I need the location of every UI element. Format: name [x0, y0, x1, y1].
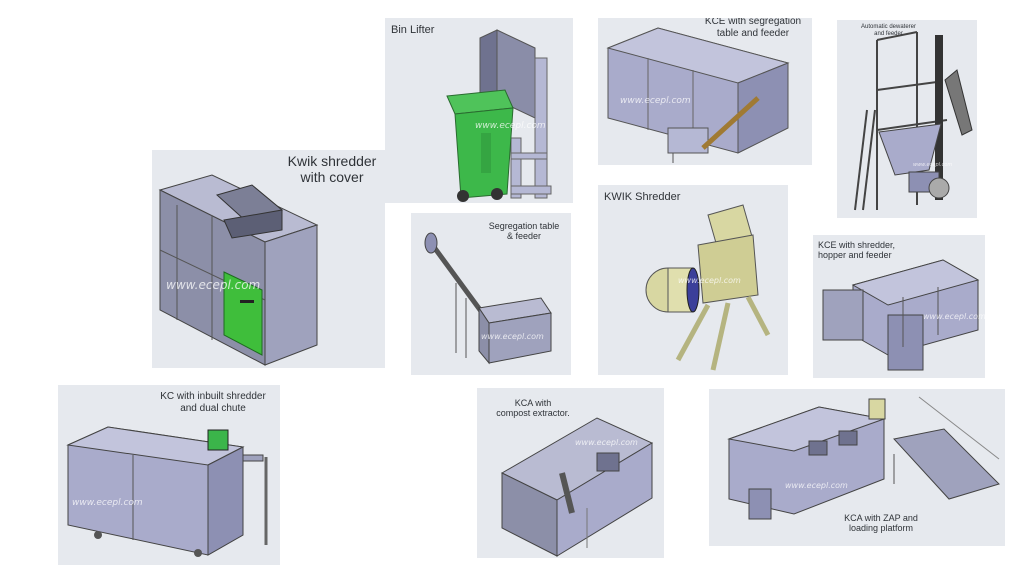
- watermark: www.ecepl.com: [620, 96, 691, 106]
- panel-kca-zap: KCA with ZAP and loading platform www.ec…: [709, 389, 1005, 546]
- panel-caption: KC with inbuilt shredder and dual chute: [160, 391, 266, 414]
- segregation-table-illustration: [424, 232, 552, 365]
- watermark: www.ecepl.com: [913, 162, 953, 168]
- panel-kwik-shredder: KWIK Shredder www.ecepl.com: [598, 185, 788, 375]
- watermark: www.ecepl.com: [923, 312, 985, 321]
- panel-kce-segregation: KCE with segregation table and feeder ww…: [598, 18, 812, 165]
- kce-shredder-illustration: [822, 259, 980, 371]
- kce-segregation-illustration: [606, 27, 790, 163]
- kwik-cover-illustration: [158, 174, 319, 366]
- watermark: www.ecepl.com: [575, 438, 638, 447]
- panel-caption: KWIK Shredder: [604, 191, 681, 203]
- panel-caption: Automatic dewaterer and feeder: [860, 24, 917, 37]
- dewaterer-illustration: [854, 31, 973, 211]
- panel-bin-lifter: Bin Lifter www.ecepl.com: [385, 18, 573, 203]
- panel-caption: KCE with shredder, hopper and feeder: [818, 240, 896, 261]
- panel-dewaterer: Automatic dewaterer and feeder www.ecepl…: [837, 20, 977, 218]
- panel-caption: Bin Lifter: [391, 24, 435, 36]
- panel-kca-extractor: KCA with compost extractor. www.ecepl.co…: [477, 388, 664, 558]
- panel-kce-shredder: KCE with shredder, hopper and feeder www…: [813, 235, 985, 378]
- panel-kwik-cover: Kwik shredder with cover www.ecepl.com: [152, 150, 385, 368]
- bin-lifter-illustration: [446, 29, 552, 202]
- panel-caption: Segregation table & feeder: [488, 221, 560, 242]
- panel-caption: KCA with ZAP and loading platform: [844, 513, 918, 534]
- watermark: www.ecepl.com: [475, 121, 546, 131]
- kc-inbuilt-illustration: [66, 426, 268, 557]
- watermark: www.ecepl.com: [166, 278, 261, 292]
- panel-kc-inbuilt: KC with inbuilt shredder and dual chute …: [58, 385, 280, 565]
- kca-extractor-illustration: [500, 417, 654, 557]
- kwik-shredder-illustration: [645, 204, 771, 371]
- watermark: www.ecepl.com: [72, 498, 143, 508]
- panel-caption: KCE with segregation table and feeder: [704, 18, 802, 39]
- panel-caption: KCA with compost extractor.: [496, 398, 570, 419]
- watermark: www.ecepl.com: [678, 276, 741, 285]
- panel-caption: Kwik shredder with cover: [287, 153, 377, 186]
- watermark: www.ecepl.com: [785, 481, 848, 490]
- kca-zap-illustration: [727, 396, 1000, 520]
- watermark: www.ecepl.com: [481, 332, 544, 341]
- panel-segregation-table: Segregation table & feeder www.ecepl.com: [411, 213, 571, 375]
